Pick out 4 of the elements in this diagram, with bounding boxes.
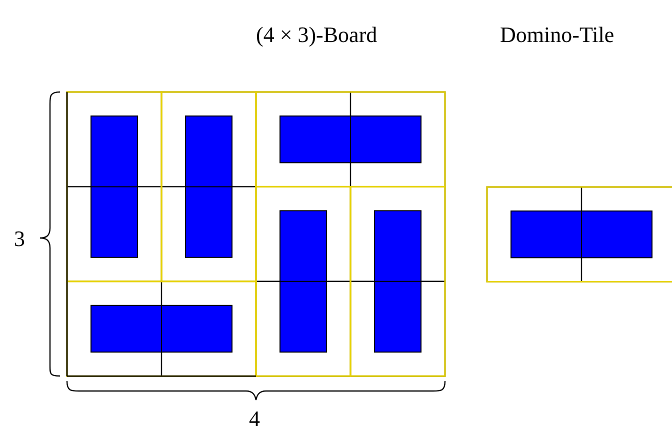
heading: Domino-Tile: [500, 22, 614, 48]
dimension-label: 4: [249, 406, 260, 432]
heading: (4 × 3)-Board: [256, 22, 378, 48]
dimension-label: 3: [14, 226, 25, 252]
